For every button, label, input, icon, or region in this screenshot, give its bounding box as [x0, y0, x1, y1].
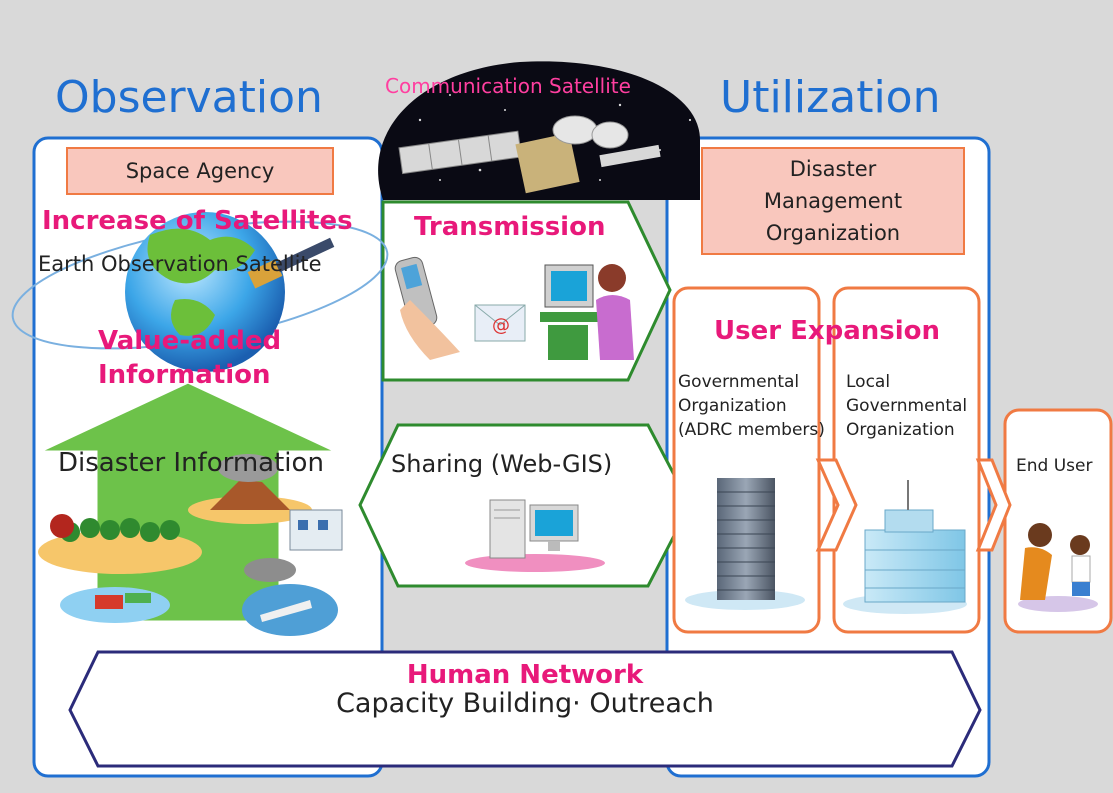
- gov-org-line-3: (ADRC members): [678, 420, 825, 440]
- gov-org-line-1: Governmental: [678, 372, 800, 392]
- utilization-heading: Utilization: [720, 72, 941, 123]
- disaster-information-label: Disaster Information: [58, 448, 324, 478]
- dmo-line-1: Disaster: [789, 157, 877, 181]
- observation-heading: Observation: [55, 72, 323, 123]
- earth-observation-satellite-label: Earth Observation Satellite: [38, 252, 322, 276]
- sharing-web-gis-label: Sharing (Web-GIS): [391, 450, 613, 478]
- human-network-title: Human Network: [406, 660, 644, 690]
- local-gov-line-3: Organization: [846, 420, 955, 440]
- disaster-illustrations: [38, 454, 343, 636]
- email-icon: @: [474, 304, 526, 342]
- value-added-line-2: Information: [98, 360, 271, 390]
- local-gov-line-1: Local: [846, 372, 891, 392]
- increase-of-satellites-label: Increase of Satellites: [42, 206, 353, 236]
- svg-text:@: @: [492, 315, 510, 336]
- transmission-label: Transmission: [414, 212, 606, 242]
- local-government-building-image: [843, 480, 967, 614]
- office-building-image: [685, 478, 805, 610]
- transmission-arrow: [381, 200, 672, 382]
- gov-org-line-2: Organization: [678, 396, 787, 416]
- communication-satellite-image: [378, 61, 700, 201]
- end-user-label: End User: [1016, 456, 1093, 476]
- web-gis-server-icon: [465, 499, 605, 572]
- communication-satellite-label: Communication Satellite: [385, 74, 631, 98]
- computer-user-icon: [540, 264, 634, 360]
- dmo-line-3: Organization: [765, 221, 901, 245]
- user-expansion-label: User Expansion: [714, 316, 941, 346]
- value-added-line-1: Value-added: [98, 326, 282, 356]
- chevron-arrow-1: [815, 458, 858, 552]
- cell-phone-icon: [394, 256, 460, 360]
- earth-globe-image: [11, 212, 389, 372]
- space-agency-box: Space Agency: [66, 147, 334, 195]
- human-network-arrow: [68, 650, 982, 768]
- dmo-line-2: Management: [763, 189, 903, 213]
- dmo-box: Disaster Management Organization: [701, 147, 965, 255]
- end-user-people-image: [1018, 523, 1098, 612]
- human-network-subtitle: Capacity Building· Outreach: [336, 688, 714, 719]
- space-agency-label: Space Agency: [125, 159, 275, 183]
- local-gov-line-2: Governmental: [846, 396, 968, 416]
- chevron-arrow-2: [975, 458, 1012, 552]
